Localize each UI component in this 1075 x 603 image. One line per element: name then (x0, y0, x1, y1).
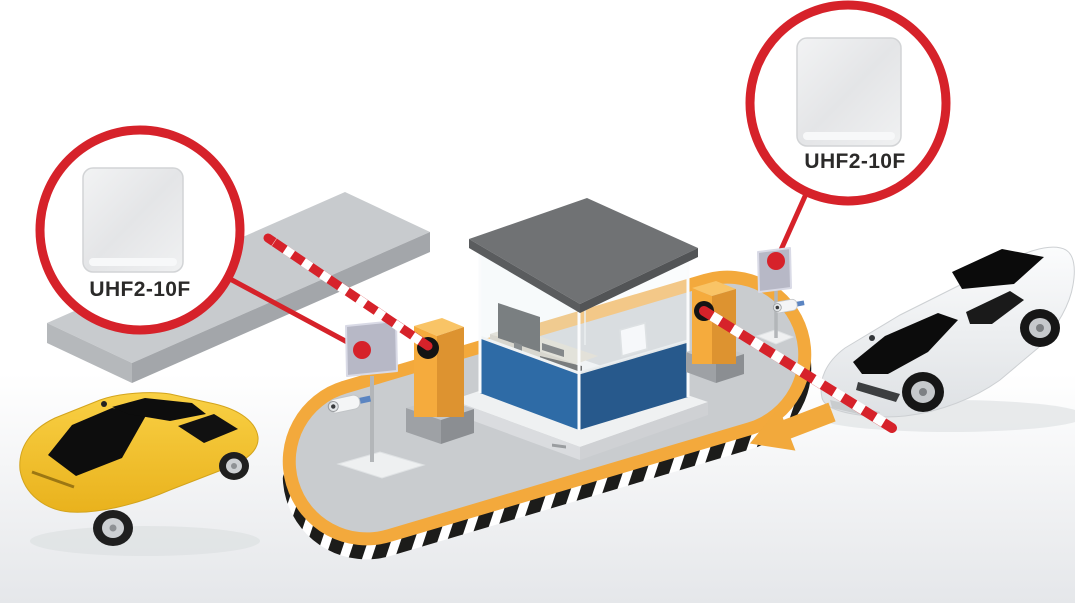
entering-yellow-car (19, 392, 260, 556)
monitor (498, 303, 540, 352)
cctv-camera-entry (327, 394, 372, 414)
windshield (853, 313, 958, 374)
tail-light-strip (31, 470, 75, 489)
entry-reader-assembly (327, 320, 426, 479)
camera-bracket (358, 395, 372, 405)
uhf-reader-panel (796, 37, 902, 147)
left-rfid-reader-callout (35, 125, 245, 335)
entry-gate-post (414, 318, 464, 417)
wing-mirror (869, 335, 875, 341)
dvr-slot (552, 443, 566, 449)
wing-mirror (101, 401, 107, 407)
rear-wheel (93, 510, 133, 546)
uhf-reader-panel-edge (803, 132, 895, 140)
exit-direction-arrow (749, 402, 836, 451)
callout-label-right: UHF2-10F (804, 150, 906, 173)
entry-barrier-gate (263, 233, 474, 444)
roof-glass (112, 398, 206, 421)
front-wheel (902, 372, 944, 412)
exit-reader-locator-dot (767, 252, 785, 270)
car-shadow (30, 526, 260, 556)
right-rfid-reader-callout (745, 0, 951, 206)
exit-reader-assembly (755, 247, 805, 345)
rear-wheel (1020, 309, 1060, 347)
side-window (966, 291, 1024, 324)
uhf-reader-panel-edge (89, 258, 177, 266)
guard-booth (452, 198, 708, 460)
booth-glass-walls (478, 252, 690, 430)
rfid-reader-antenna-entry (345, 320, 398, 377)
roof-glass (952, 249, 1044, 289)
exit-barrier-gate (686, 281, 897, 433)
booth-roof (469, 198, 698, 313)
front-wheel (219, 452, 249, 480)
laptop (542, 343, 564, 357)
left-connector-line (229, 277, 365, 353)
rear-engine-cover (48, 408, 148, 476)
wall-control-panel (619, 322, 648, 357)
headlight (856, 382, 900, 402)
entry-reader-locator-dot (353, 341, 371, 359)
arm-white-stripes (709, 311, 889, 429)
entry-barrier-arm-raised (263, 233, 433, 351)
camera-lens-pupil (775, 305, 780, 310)
exit-barrier-arm-lowered (699, 306, 897, 433)
pole-base-plate (336, 451, 426, 479)
booth-blue-walls (479, 335, 689, 430)
camera-lens-pupil (331, 404, 336, 409)
callout-label-left: UHF2-10F (89, 278, 191, 301)
uhf-reader-panel (82, 167, 184, 273)
cctv-camera-exit (772, 298, 805, 314)
side-window (178, 414, 238, 443)
arm-white-stripes (271, 238, 423, 345)
